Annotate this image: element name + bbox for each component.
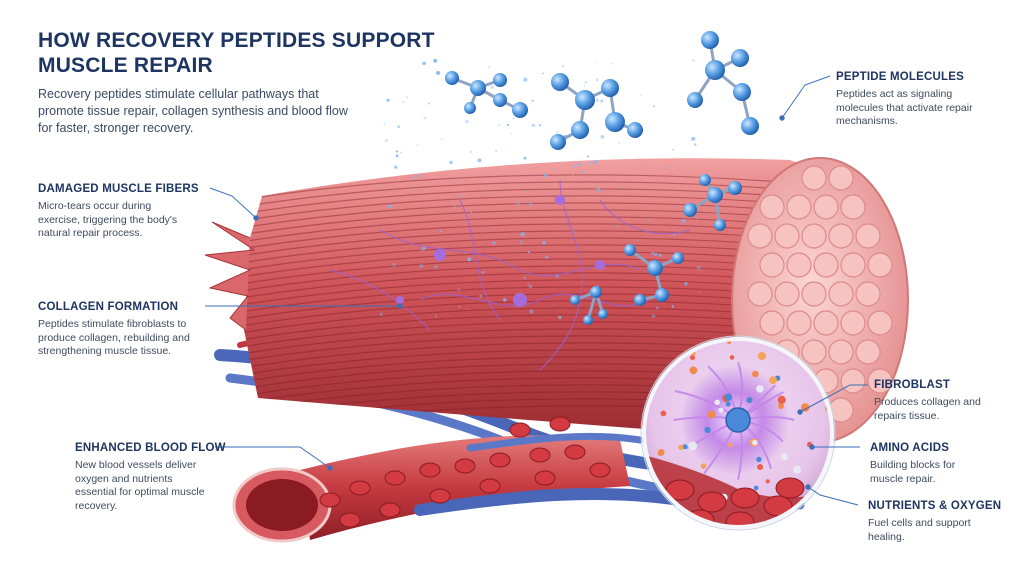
callout-damaged-muscle-fibers: DAMAGED MUSCLE FIBERS Micro-tears occur …	[38, 182, 208, 241]
magnified-cell-view	[640, 335, 836, 531]
callout-nutrients-oxygen: NUTRIENTS & OXYGEN Fuel cells and suppor…	[868, 499, 1024, 544]
callout-text: Micro-tears occur during exercise, trigg…	[38, 200, 178, 239]
callout-peptide-molecules: PEPTIDE MOLECULES Peptides act as signal…	[836, 70, 1006, 129]
callout-text: Fuel cells and support healing.	[868, 517, 971, 543]
peptide-molecules	[445, 31, 759, 325]
page-subtitle: Recovery peptides stimulate cellular pat…	[38, 87, 348, 135]
callout-title: DAMAGED MUSCLE FIBERS	[38, 183, 199, 195]
amino-acid-dots	[657, 339, 831, 501]
callout-text: Peptides act as signaling molecules that…	[836, 88, 973, 127]
callout-title: PEPTIDE MOLECULES	[836, 71, 964, 83]
callout-title: COLLAGEN FORMATION	[38, 301, 179, 313]
callout-text: Produces collagen and repairs tissue.	[874, 396, 981, 422]
leader-lines	[205, 75, 868, 506]
callout-title: ENHANCED BLOOD FLOW	[75, 442, 226, 454]
fibroblast-nucleus	[725, 407, 751, 433]
callout-fibroblast: FIBROBLAST Produces collagen and repairs…	[874, 378, 1024, 423]
callout-text: New blood vessels deliver oxygen and nut…	[75, 459, 205, 512]
callout-title: NUTRIENTS & OXYGEN	[868, 500, 1002, 512]
callout-enhanced-blood-flow: ENHANCED BLOOD FLOW New blood vessels de…	[75, 441, 245, 513]
page-title: HOW RECOVERY PEPTIDES SUPPORT MUSCLE REP…	[38, 29, 435, 77]
fibroblast-cells	[396, 195, 605, 307]
callout-title: FIBROBLAST	[874, 379, 951, 391]
callout-collagen-formation: COLLAGEN FORMATION Peptides stimulate fi…	[38, 300, 208, 359]
peptide-particles	[378, 58, 701, 321]
callout-text: Peptides stimulate fibroblasts to produc…	[38, 318, 190, 357]
callout-title: AMINO ACIDS	[870, 442, 950, 454]
callout-amino-acids: AMINO ACIDS Building blocks for muscle r…	[870, 441, 1024, 486]
callout-text: Building blocks for muscle repair.	[870, 459, 956, 485]
blood-vessel	[232, 416, 686, 543]
red-blood-cells	[319, 416, 611, 528]
